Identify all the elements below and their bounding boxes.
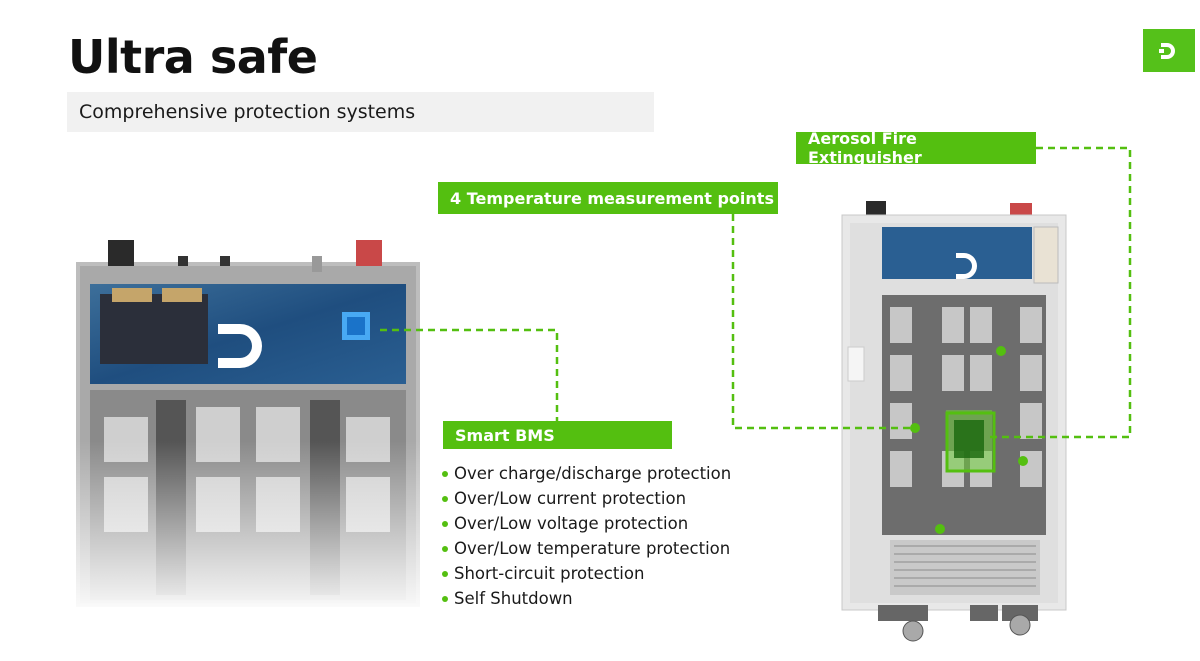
callout-smart-bms: Smart BMS xyxy=(443,421,672,449)
temp-point-2 xyxy=(910,423,920,433)
aerosol-module-highlight xyxy=(945,411,996,473)
subtitle-bar xyxy=(67,92,654,132)
temp-point-4 xyxy=(935,524,945,534)
list-item: Over/Low temperature protection xyxy=(442,536,731,561)
callout-temperature-points: 4 Temperature measurement points xyxy=(438,182,778,214)
battery-internal-image xyxy=(60,232,435,612)
page-title: Ultra safe xyxy=(68,30,318,84)
bullet-dot-icon xyxy=(442,495,448,502)
list-item: Over/Low voltage protection xyxy=(442,511,731,536)
list-item: Short-circuit protection xyxy=(442,561,731,586)
temp-point-3 xyxy=(1018,456,1028,466)
bullet-dot-icon xyxy=(442,570,448,577)
list-item: Over/Low current protection xyxy=(442,486,731,511)
bullet-dot-icon xyxy=(442,545,448,552)
temp-point-1 xyxy=(996,346,1006,356)
list-item: Self Shutdown xyxy=(442,586,731,611)
brand-logo xyxy=(1143,29,1195,72)
list-item: Over charge/discharge protection xyxy=(442,461,731,486)
bullet-dot-icon xyxy=(442,520,448,527)
bms-feature-list: Over charge/discharge protection Over/Lo… xyxy=(442,461,731,611)
callout-aerosol-fire-extinguisher: Aerosol Fire Extinguisher xyxy=(796,129,1036,167)
battery-cabinet-image xyxy=(841,201,1067,642)
d-logo-icon xyxy=(1159,42,1175,59)
bullet-dot-icon xyxy=(442,595,448,602)
page-subtitle: Comprehensive protection systems xyxy=(79,101,416,123)
bullet-dot-icon xyxy=(442,470,448,477)
